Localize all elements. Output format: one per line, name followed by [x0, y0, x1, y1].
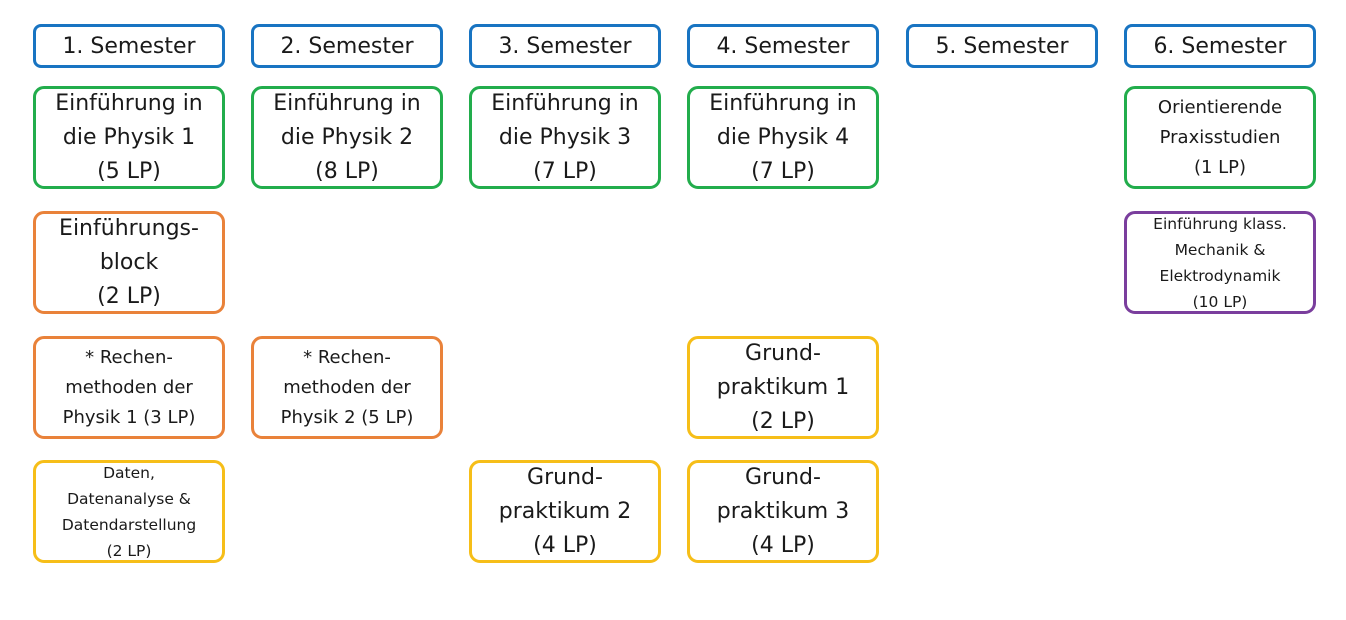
semester-header-6: 6. Semester: [1124, 24, 1316, 68]
module-line: Einführung in: [55, 90, 203, 116]
module-einfuehrungsblock: Einführungs- block (2 LP): [33, 211, 225, 314]
module-line: (4 LP): [533, 532, 597, 558]
module-grundpraktikum-3: Grund- praktikum 3 (4 LP): [687, 460, 879, 563]
module-line: Grund-: [745, 464, 821, 490]
module-line: die Physik 3: [498, 124, 632, 150]
module-line: Datendarstellung: [61, 515, 197, 534]
module-line: (2 LP): [106, 541, 152, 560]
module-line: Einführung in: [709, 90, 857, 116]
module-line: Mechanik &: [1174, 240, 1266, 259]
semester-header-2: 2. Semester: [251, 24, 443, 68]
module-line: die Physik 4: [716, 124, 850, 150]
module-line: (7 LP): [751, 158, 815, 184]
module-line: praktikum 1: [716, 374, 850, 400]
module-line: Orientierende: [1157, 96, 1283, 118]
semester-header-5: 5. Semester: [906, 24, 1098, 68]
module-line: die Physik 2: [280, 124, 414, 150]
module-line: * Rechen-: [85, 346, 173, 368]
semester-header-4: 4. Semester: [687, 24, 879, 68]
module-line: (1 LP): [1193, 156, 1247, 178]
module-line: Einführung klass.: [1153, 214, 1287, 233]
module-line: (8 LP): [315, 158, 379, 184]
module-line: praktikum 2: [498, 498, 632, 524]
module-line: Einführung in: [273, 90, 421, 116]
semester-header-3: 3. Semester: [469, 24, 661, 68]
module-line: Elektrodynamik: [1159, 266, 1281, 285]
module-line: Datenanalyse &: [67, 489, 191, 508]
module-line: (5 LP): [97, 158, 161, 184]
module-line: * Rechen-: [303, 346, 391, 368]
module-rechenmethoden-2: * Rechen- methoden der Physik 2 (5 LP): [251, 336, 443, 439]
semester-header-1: 1. Semester: [33, 24, 225, 68]
module-orientierende-praxisstudien: Orientierende Praxisstudien (1 LP): [1124, 86, 1316, 189]
module-line: (10 LP): [1192, 292, 1248, 311]
module-line: die Physik 1: [62, 124, 196, 150]
module-einfuehrung-physik-1: Einführung in die Physik 1 (5 LP): [33, 86, 225, 189]
module-line: Physik 1 (3 LP): [62, 406, 196, 428]
module-einfuehrung-physik-3: Einführung in die Physik 3 (7 LP): [469, 86, 661, 189]
module-einfuehrung-physik-4: Einführung in die Physik 4 (7 LP): [687, 86, 879, 189]
module-line: Grund-: [527, 464, 603, 490]
module-line: methoden der: [283, 376, 411, 398]
module-line: (2 LP): [97, 283, 161, 309]
module-line: methoden der: [65, 376, 193, 398]
module-line: Physik 2 (5 LP): [280, 406, 414, 428]
module-einfuehrung-physik-2: Einführung in die Physik 2 (8 LP): [251, 86, 443, 189]
module-rechenmethoden-1: * Rechen- methoden der Physik 1 (3 LP): [33, 336, 225, 439]
module-grundpraktikum-2: Grund- praktikum 2 (4 LP): [469, 460, 661, 563]
module-line: praktikum 3: [716, 498, 850, 524]
module-line: block: [99, 249, 159, 275]
module-line: (2 LP): [751, 408, 815, 434]
module-line: Praxisstudien: [1159, 126, 1281, 148]
module-line: Daten,: [103, 463, 155, 482]
module-line: Einführung in: [491, 90, 639, 116]
module-line: (4 LP): [751, 532, 815, 558]
module-line: Grund-: [745, 340, 821, 366]
module-line: (7 LP): [533, 158, 597, 184]
module-daten: Daten, Datenanalyse & Datendarstellung (…: [33, 460, 225, 563]
module-einfuehrung-mechanik-elektrodynamik: Einführung klass. Mechanik & Elektrodyna…: [1124, 211, 1316, 314]
module-line: Einführungs-: [59, 215, 199, 241]
module-grundpraktikum-1: Grund- praktikum 1 (2 LP): [687, 336, 879, 439]
